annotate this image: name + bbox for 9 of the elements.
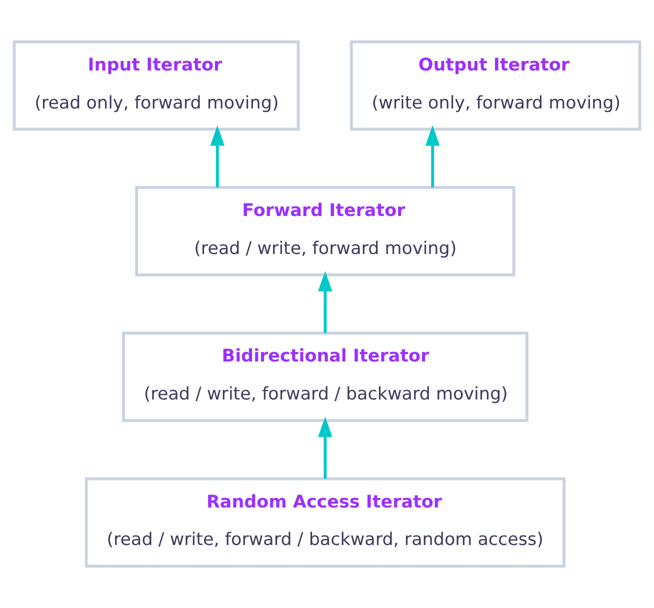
node-box: Output Iterator (write only, forward moving) (350, 40, 642, 131)
arrow (318, 416, 332, 479)
arrow (425, 125, 440, 188)
node-box: Forward Iterator (read / write, forward moving) (135, 186, 516, 276)
arrow (210, 125, 225, 188)
node-box: Input Iterator (read only, forward moving) (12, 40, 300, 131)
node-box: Bidirectional Iterator (read / write, forward / backward moving) (122, 332, 528, 422)
arrow (318, 270, 332, 334)
node-box: Random Access Iterator (read / write, forward / backward, random access) (84, 477, 566, 568)
